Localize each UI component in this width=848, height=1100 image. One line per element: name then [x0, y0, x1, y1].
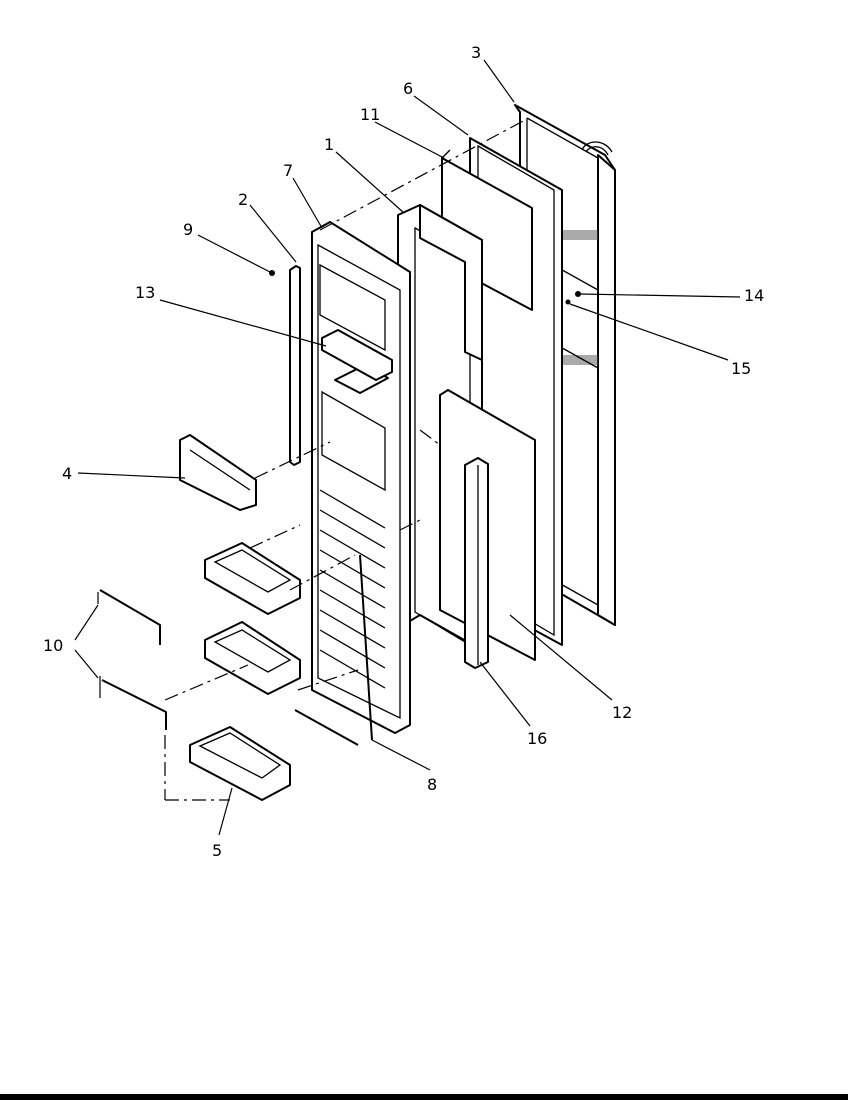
bottom-rule [0, 1094, 848, 1100]
shelf-retainer-bar-lower [99, 676, 167, 730]
callout-12: 12 [612, 703, 632, 722]
shelf-retainer-bar-upper [97, 589, 161, 645]
callout-14: 14 [744, 286, 764, 305]
callout-1: 1 [324, 135, 334, 154]
callout-9: 9 [183, 220, 193, 239]
fastener-15 [565, 299, 571, 305]
door-shelf-bin-1 [204, 542, 301, 615]
upper-door-bin [179, 434, 257, 511]
callout-16: 16 [527, 729, 547, 748]
dispenser-tray [321, 329, 393, 381]
handle-trim [464, 457, 489, 669]
screw [269, 270, 275, 276]
assembly-guide-lines [164, 119, 526, 801]
fastener-14 [575, 291, 581, 297]
callout-4: 4 [62, 464, 72, 483]
callout-2: 2 [238, 190, 248, 209]
callout-7: 7 [283, 161, 293, 180]
callout-10: 10 [43, 636, 63, 655]
door-shelf-bin-2 [204, 621, 301, 695]
callout-8: 8 [427, 775, 437, 794]
callout-5: 5 [212, 841, 222, 860]
inner-door-liner [311, 221, 411, 734]
callout-leaders [74, 59, 741, 836]
callout-13: 13 [135, 283, 155, 302]
callout-15: 15 [731, 359, 751, 378]
door-shelf-bin-3 [189, 726, 291, 801]
callout-labels: 1 2 3 4 5 6 7 8 9 10 11 12 13 14 15 16 [43, 43, 764, 860]
lower-edge-strip [294, 554, 373, 746]
callout-3: 3 [471, 43, 481, 62]
callout-11: 11 [360, 105, 380, 124]
liner-shelf-ribs [319, 489, 386, 689]
liner-edge-strip [289, 265, 301, 466]
callout-6: 6 [403, 79, 413, 98]
